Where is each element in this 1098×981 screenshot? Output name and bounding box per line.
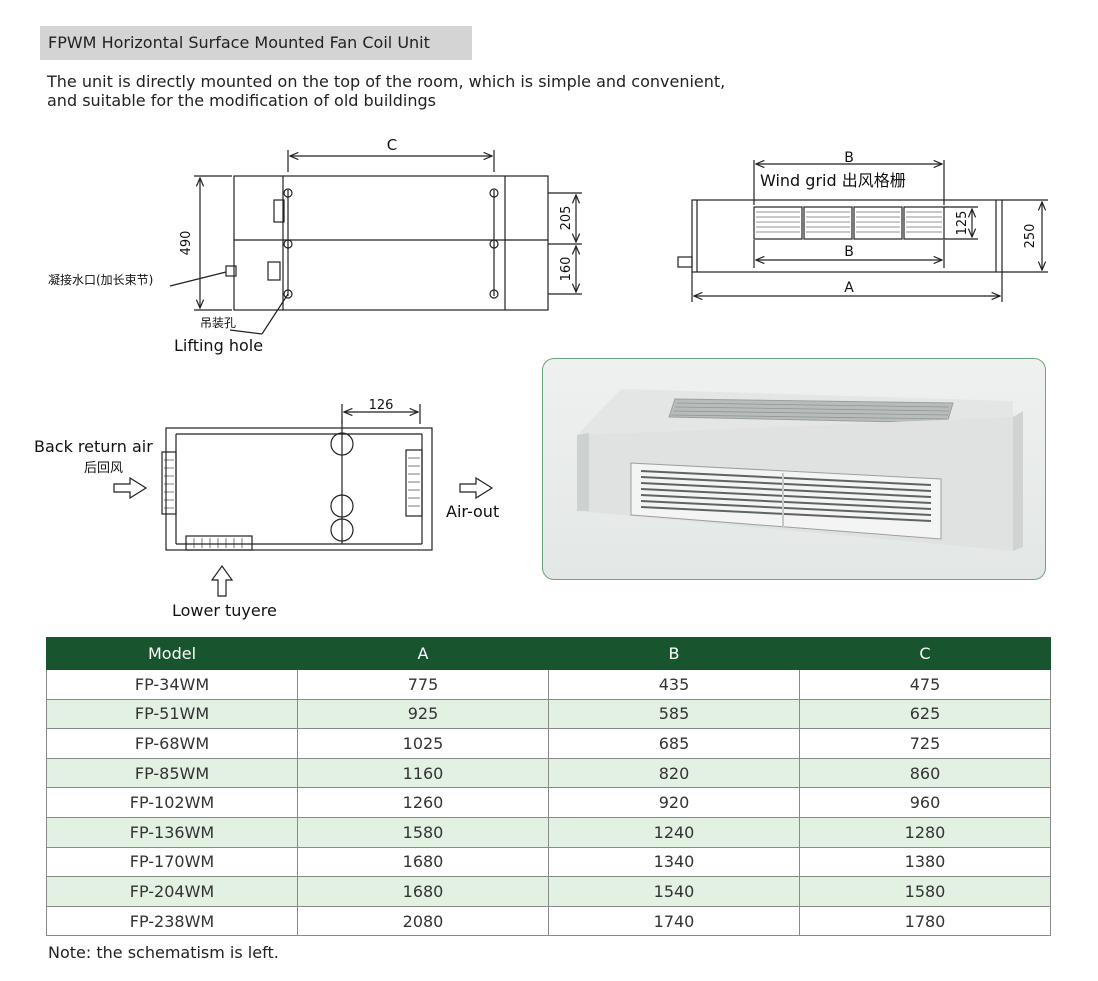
plan-view-drawing	[169, 150, 582, 335]
cell-a: 1025	[297, 728, 549, 759]
dim-b-top-label: B	[844, 150, 854, 166]
dim-160-label: 160	[559, 257, 574, 282]
dim-490-label: 490	[179, 231, 194, 256]
table-row: FP-170WM 1680 1340 1380	[46, 846, 1051, 878]
airflow-schematic	[113, 404, 494, 597]
cell-b: 1240	[548, 816, 800, 848]
description: The unit is directly mounted on the top …	[47, 72, 725, 110]
dim-126-label: 126	[369, 398, 394, 413]
table-row: FP-136WM 1580 1240 1280	[46, 816, 1051, 848]
cell-model: FP-85WM	[46, 757, 298, 789]
col-header-a: A	[297, 637, 549, 670]
dim-b-inner-label: B	[844, 244, 854, 260]
col-header-c: C	[799, 637, 1051, 670]
drain-outlet-label: 凝接水口(加长束节)	[48, 272, 153, 287]
cell-a: 775	[297, 669, 549, 700]
cell-b: 920	[548, 787, 800, 818]
cell-b: 1340	[548, 846, 800, 878]
description-line-2: and suitable for the modification of old…	[47, 91, 436, 110]
page-title: FPWM Horizontal Surface Mounted Fan Coil…	[40, 26, 472, 60]
dim-205-label: 205	[559, 206, 574, 231]
cell-model: FP-170WM	[46, 846, 298, 878]
table-row: FP-102WM 1260 920 960	[46, 787, 1051, 818]
cell-c: 860	[799, 757, 1051, 789]
wind-grid-label-bg	[756, 168, 918, 194]
cell-b: 585	[548, 698, 800, 730]
cell-model: FP-68WM	[46, 728, 298, 759]
table-row: FP-68WM 1025 685 725	[46, 728, 1051, 759]
dimensions-table: Model A B C FP-34WM 775 435 475 FP-51WM …	[46, 637, 1051, 937]
cell-model: FP-34WM	[46, 669, 298, 700]
footnote: Note: the schematism is left.	[48, 943, 279, 962]
fan-coil-unit-image	[577, 389, 1023, 551]
product-photo	[542, 358, 1046, 580]
table-header-row: Model A B C	[46, 637, 1051, 670]
cell-a: 1580	[297, 816, 549, 848]
table-row: FP-34WM 775 435 475	[46, 669, 1051, 700]
cell-b: 1740	[548, 905, 800, 937]
cell-b: 820	[548, 757, 800, 789]
air-out-label: Air-out	[446, 502, 499, 521]
front-view-drawing	[677, 160, 1048, 302]
cell-a: 2080	[297, 905, 549, 937]
dim-a-label: A	[844, 280, 854, 296]
table-row: FP-204WM 1680 1540 1580	[46, 876, 1051, 907]
cell-a: 1260	[297, 787, 549, 818]
cell-a: 925	[297, 698, 549, 730]
cell-c: 1280	[799, 816, 1051, 848]
lifting-hole-label: Lifting hole	[174, 336, 263, 355]
cell-b: 435	[548, 669, 800, 700]
cell-a: 1160	[297, 757, 549, 789]
wind-grid-label: Wind grid 出风格栅	[760, 171, 906, 190]
cell-b: 1540	[548, 876, 800, 907]
cell-c: 1380	[799, 846, 1051, 878]
cell-c: 1580	[799, 876, 1051, 907]
cell-model: FP-204WM	[46, 876, 298, 907]
cell-c: 475	[799, 669, 1051, 700]
back-return-air-label: Back return air	[34, 437, 153, 456]
lifting-hole-label-cn: 吊装孔	[200, 316, 236, 330]
lower-tuyere-label: Lower tuyere	[172, 601, 277, 620]
table-row: FP-238WM 2080 1740 1780	[46, 905, 1051, 937]
description-line-1: The unit is directly mounted on the top …	[47, 72, 726, 91]
cell-b: 685	[548, 728, 800, 759]
technical-drawings: C 490 205 160 凝接水口(加长束节) 吊装孔 Lifting hol…	[34, 136, 1048, 620]
dim-250-label: 250	[1023, 224, 1038, 249]
cell-a: 1680	[297, 846, 549, 878]
cell-model: FP-102WM	[46, 787, 298, 818]
back-return-air-label-cn: 后回风	[84, 461, 123, 476]
cell-a: 1680	[297, 876, 549, 907]
cell-c: 625	[799, 698, 1051, 730]
cell-model: FP-51WM	[46, 698, 298, 730]
table-row: FP-85WM 1160 820 860	[46, 757, 1051, 789]
cell-model: FP-238WM	[46, 905, 298, 937]
col-header-model: Model	[46, 637, 298, 670]
cell-model: FP-136WM	[46, 816, 298, 848]
dim-125-label: 125	[955, 211, 970, 236]
dim-c-label: C	[387, 136, 397, 154]
cell-c: 960	[799, 787, 1051, 818]
cell-c: 725	[799, 728, 1051, 759]
col-header-b: B	[548, 637, 800, 670]
cell-c: 1780	[799, 905, 1051, 937]
table-row: FP-51WM 925 585 625	[46, 698, 1051, 730]
